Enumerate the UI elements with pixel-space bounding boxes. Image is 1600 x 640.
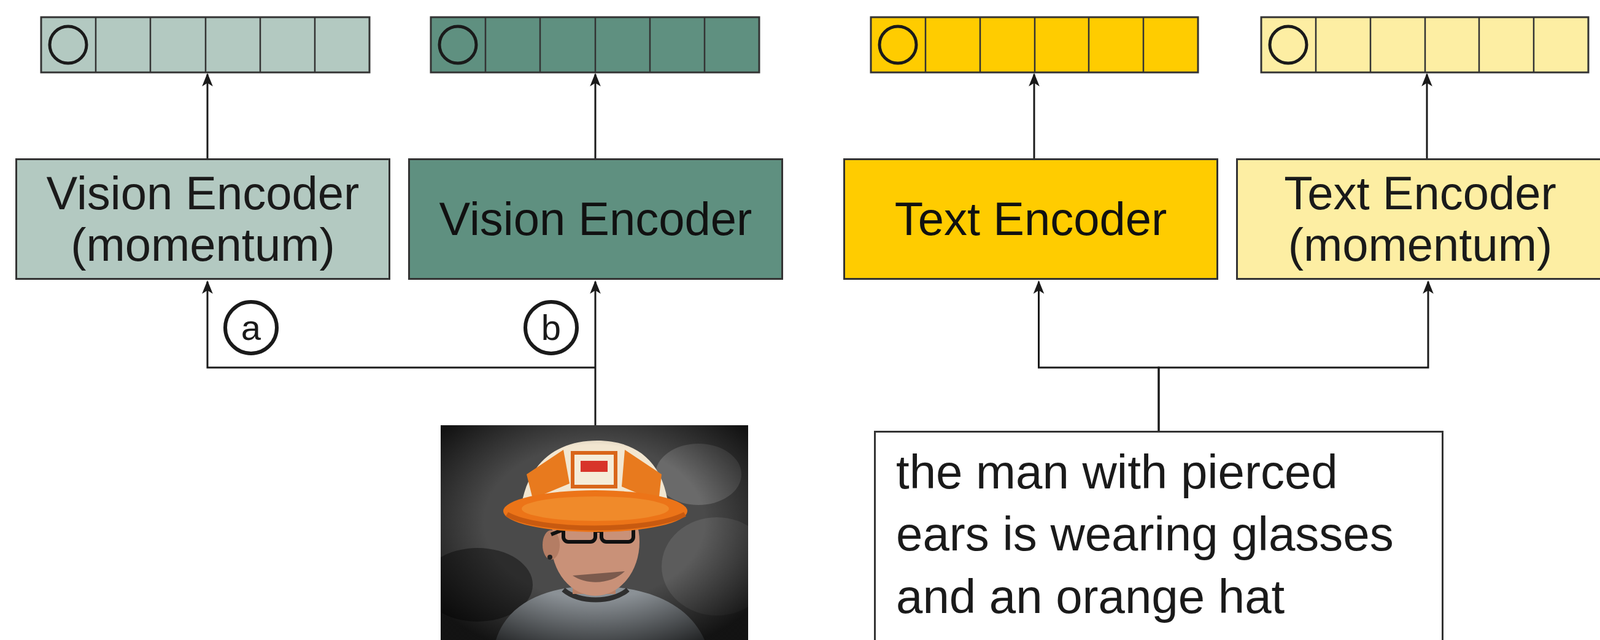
- input-wire: [207, 281, 596, 426]
- connector: [1039, 281, 1160, 431]
- node-text: Text Encoder: [894, 193, 1168, 245]
- callout-letter: b: [523, 300, 579, 356]
- output-arrow: [207, 74, 1427, 159]
- encoder-box: Text Encoder (momentum): [1236, 158, 1600, 280]
- connector: [1158, 281, 1429, 431]
- caption-box: the man with pierced ears is wearing gla…: [873, 430, 1444, 640]
- encoder-box: Text Encoder: [843, 158, 1219, 280]
- feature-bar: [41, 17, 370, 73]
- node-text: Vision Encoder (momentum): [23, 167, 383, 271]
- node-text: Text Encoder (momentum): [1244, 167, 1597, 271]
- feature-bar: [1261, 17, 1589, 73]
- input-photo: [422, 425, 773, 640]
- feature-bar: [430, 17, 760, 73]
- encoder-box: Vision Encoder (momentum): [15, 158, 391, 280]
- callout-letter: a: [223, 300, 279, 356]
- encoder-box: Vision Encoder: [408, 158, 784, 280]
- node-text: Vision Encoder: [439, 193, 753, 245]
- feature-bar: [870, 17, 1199, 73]
- node-text: the man with pierced ears is wearing gla…: [896, 441, 1424, 628]
